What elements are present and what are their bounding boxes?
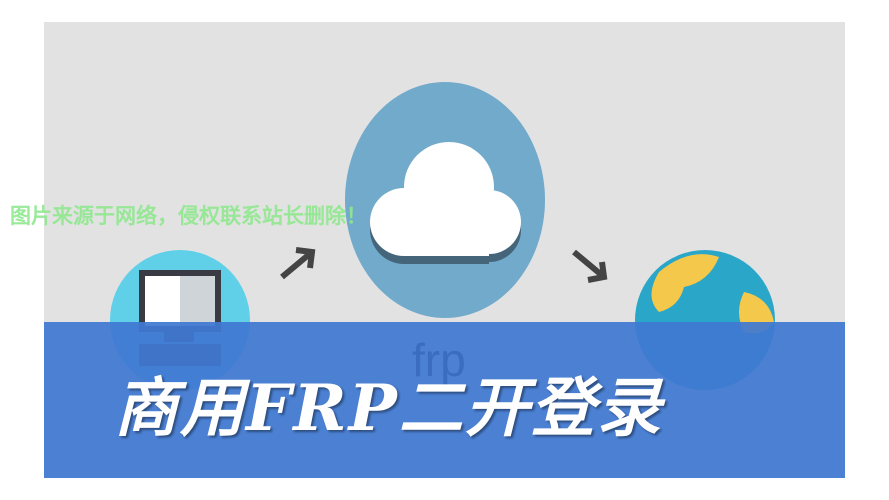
banner-panel: frp 商用FRP二开登录: [44, 22, 845, 478]
frp-logo-text: frp: [412, 334, 466, 386]
arrow-right-down-icon: [572, 249, 608, 283]
arrow-right-up-icon: [280, 247, 316, 280]
cloud-icon: [345, 82, 545, 318]
banner-title: 商用FRP二开登录: [114, 371, 663, 446]
title-band: frp 商用FRP二开登录: [44, 322, 845, 478]
watermark-text: 图片来源于网络，侵权联系站长删除！: [10, 204, 367, 228]
